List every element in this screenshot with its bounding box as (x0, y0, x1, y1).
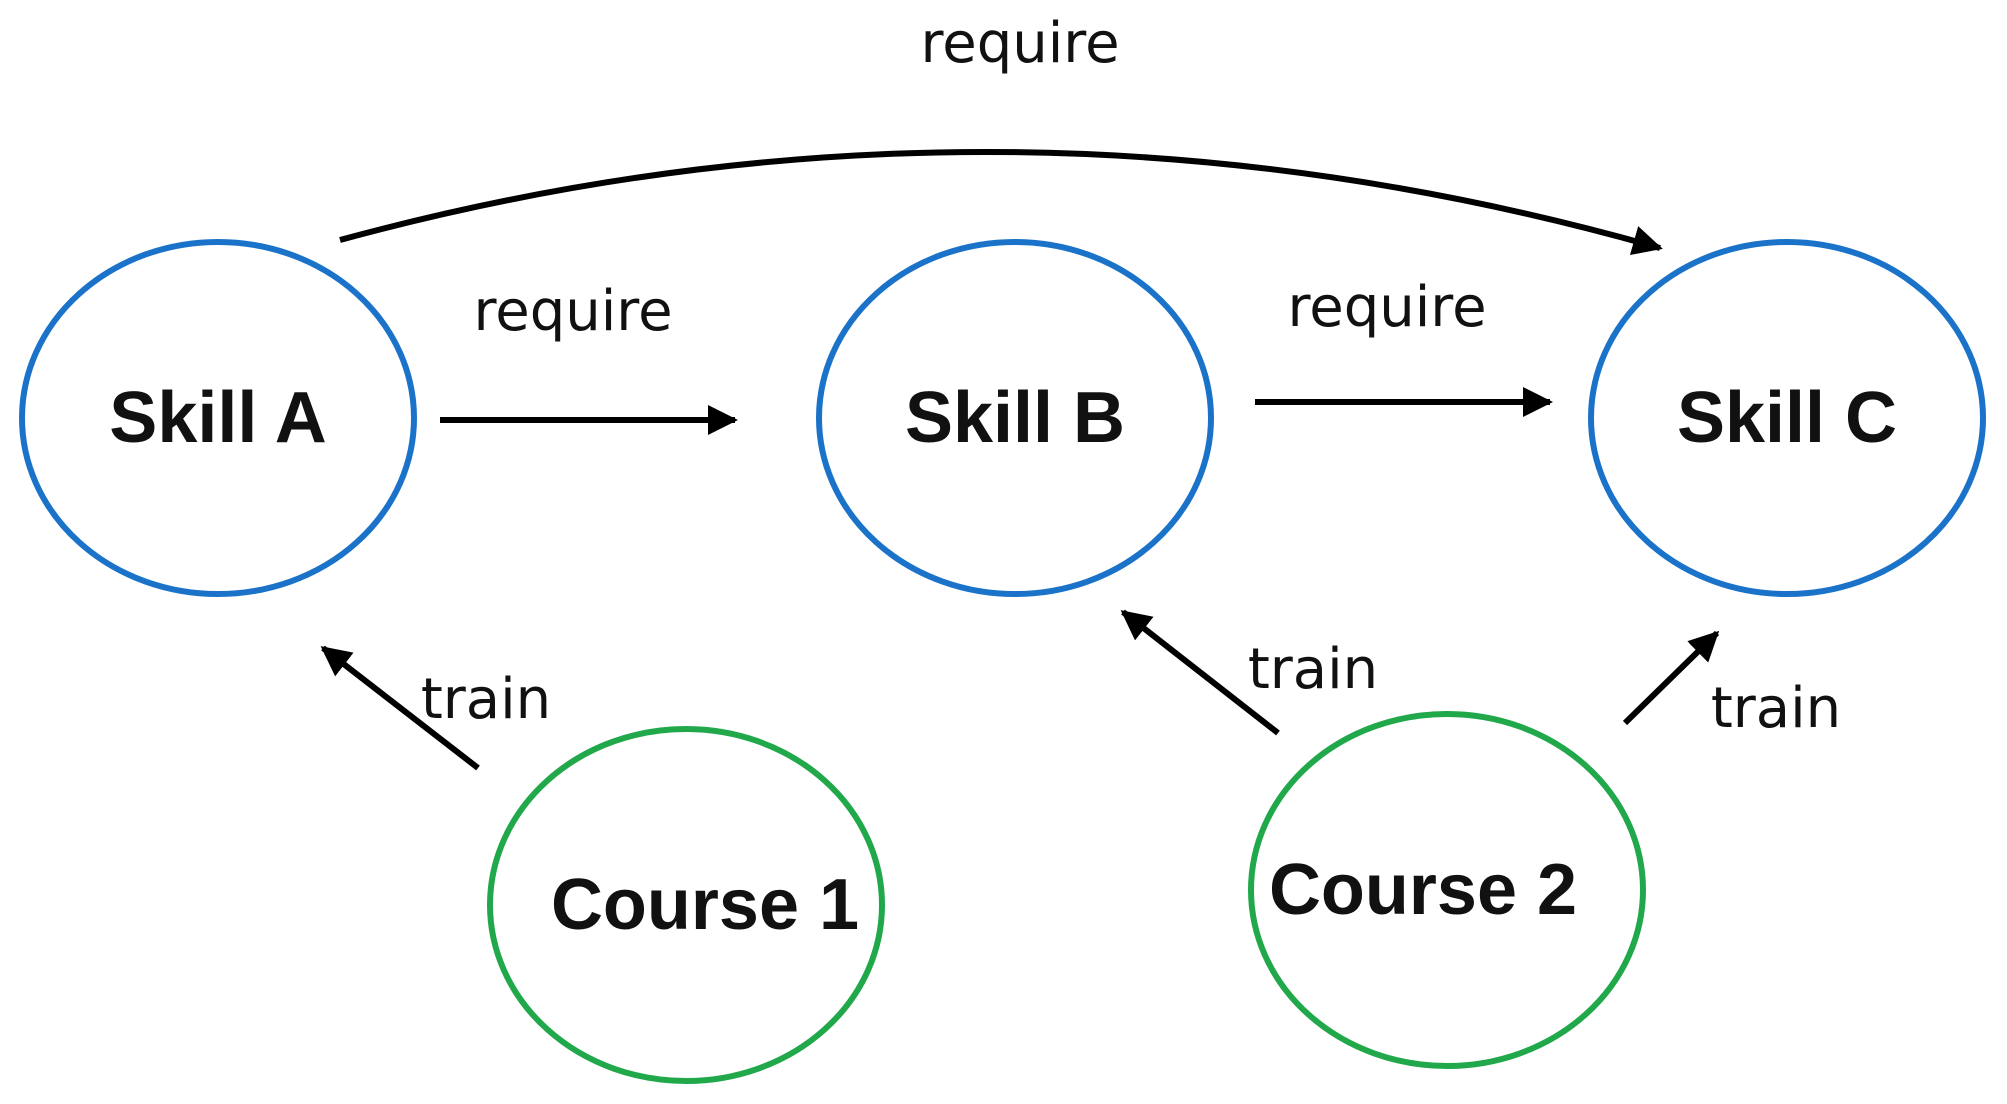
edge-label-a-to-b: require (473, 279, 672, 344)
course-2-label: Course 2 (1269, 850, 1577, 930)
edge-skill-a-to-skill-c (339, 148, 1663, 256)
edge-label-b-to-c: require (1287, 275, 1486, 340)
course-1-node: Course 1 (487, 726, 885, 1084)
skill-c-label: Skill C (1677, 378, 1897, 458)
edge-course-2-to-skill-b (1120, 609, 1280, 736)
course-2-node: Course 2 (1248, 711, 1646, 1069)
skill-b-node: Skill B (816, 239, 1214, 597)
edge-label-course2-to-b: train (1248, 637, 1378, 702)
edge-label-course1-to-a: train (421, 667, 551, 732)
edge-label-course2-to-c: train (1711, 676, 1841, 741)
skill-a-label: Skill A (109, 378, 326, 458)
skill-c-ring (1588, 239, 1986, 597)
course-1-label: Course 1 (551, 865, 859, 945)
edge-course-2-to-skill-c (1622, 630, 1720, 726)
skill-c-node: Skill C (1588, 239, 1986, 597)
skill-b-ring (816, 239, 1214, 597)
skill-a-node: Skill A (19, 239, 417, 597)
skill-a-ring (19, 239, 417, 597)
course-1-ring (487, 726, 885, 1084)
skill-b-label: Skill B (905, 378, 1125, 458)
edge-course-1-to-skill-a (320, 645, 480, 771)
edges: require require require train train trai… (320, 11, 1841, 771)
course-2-ring (1248, 711, 1646, 1069)
edge-label-a-to-c: require (920, 11, 1119, 76)
